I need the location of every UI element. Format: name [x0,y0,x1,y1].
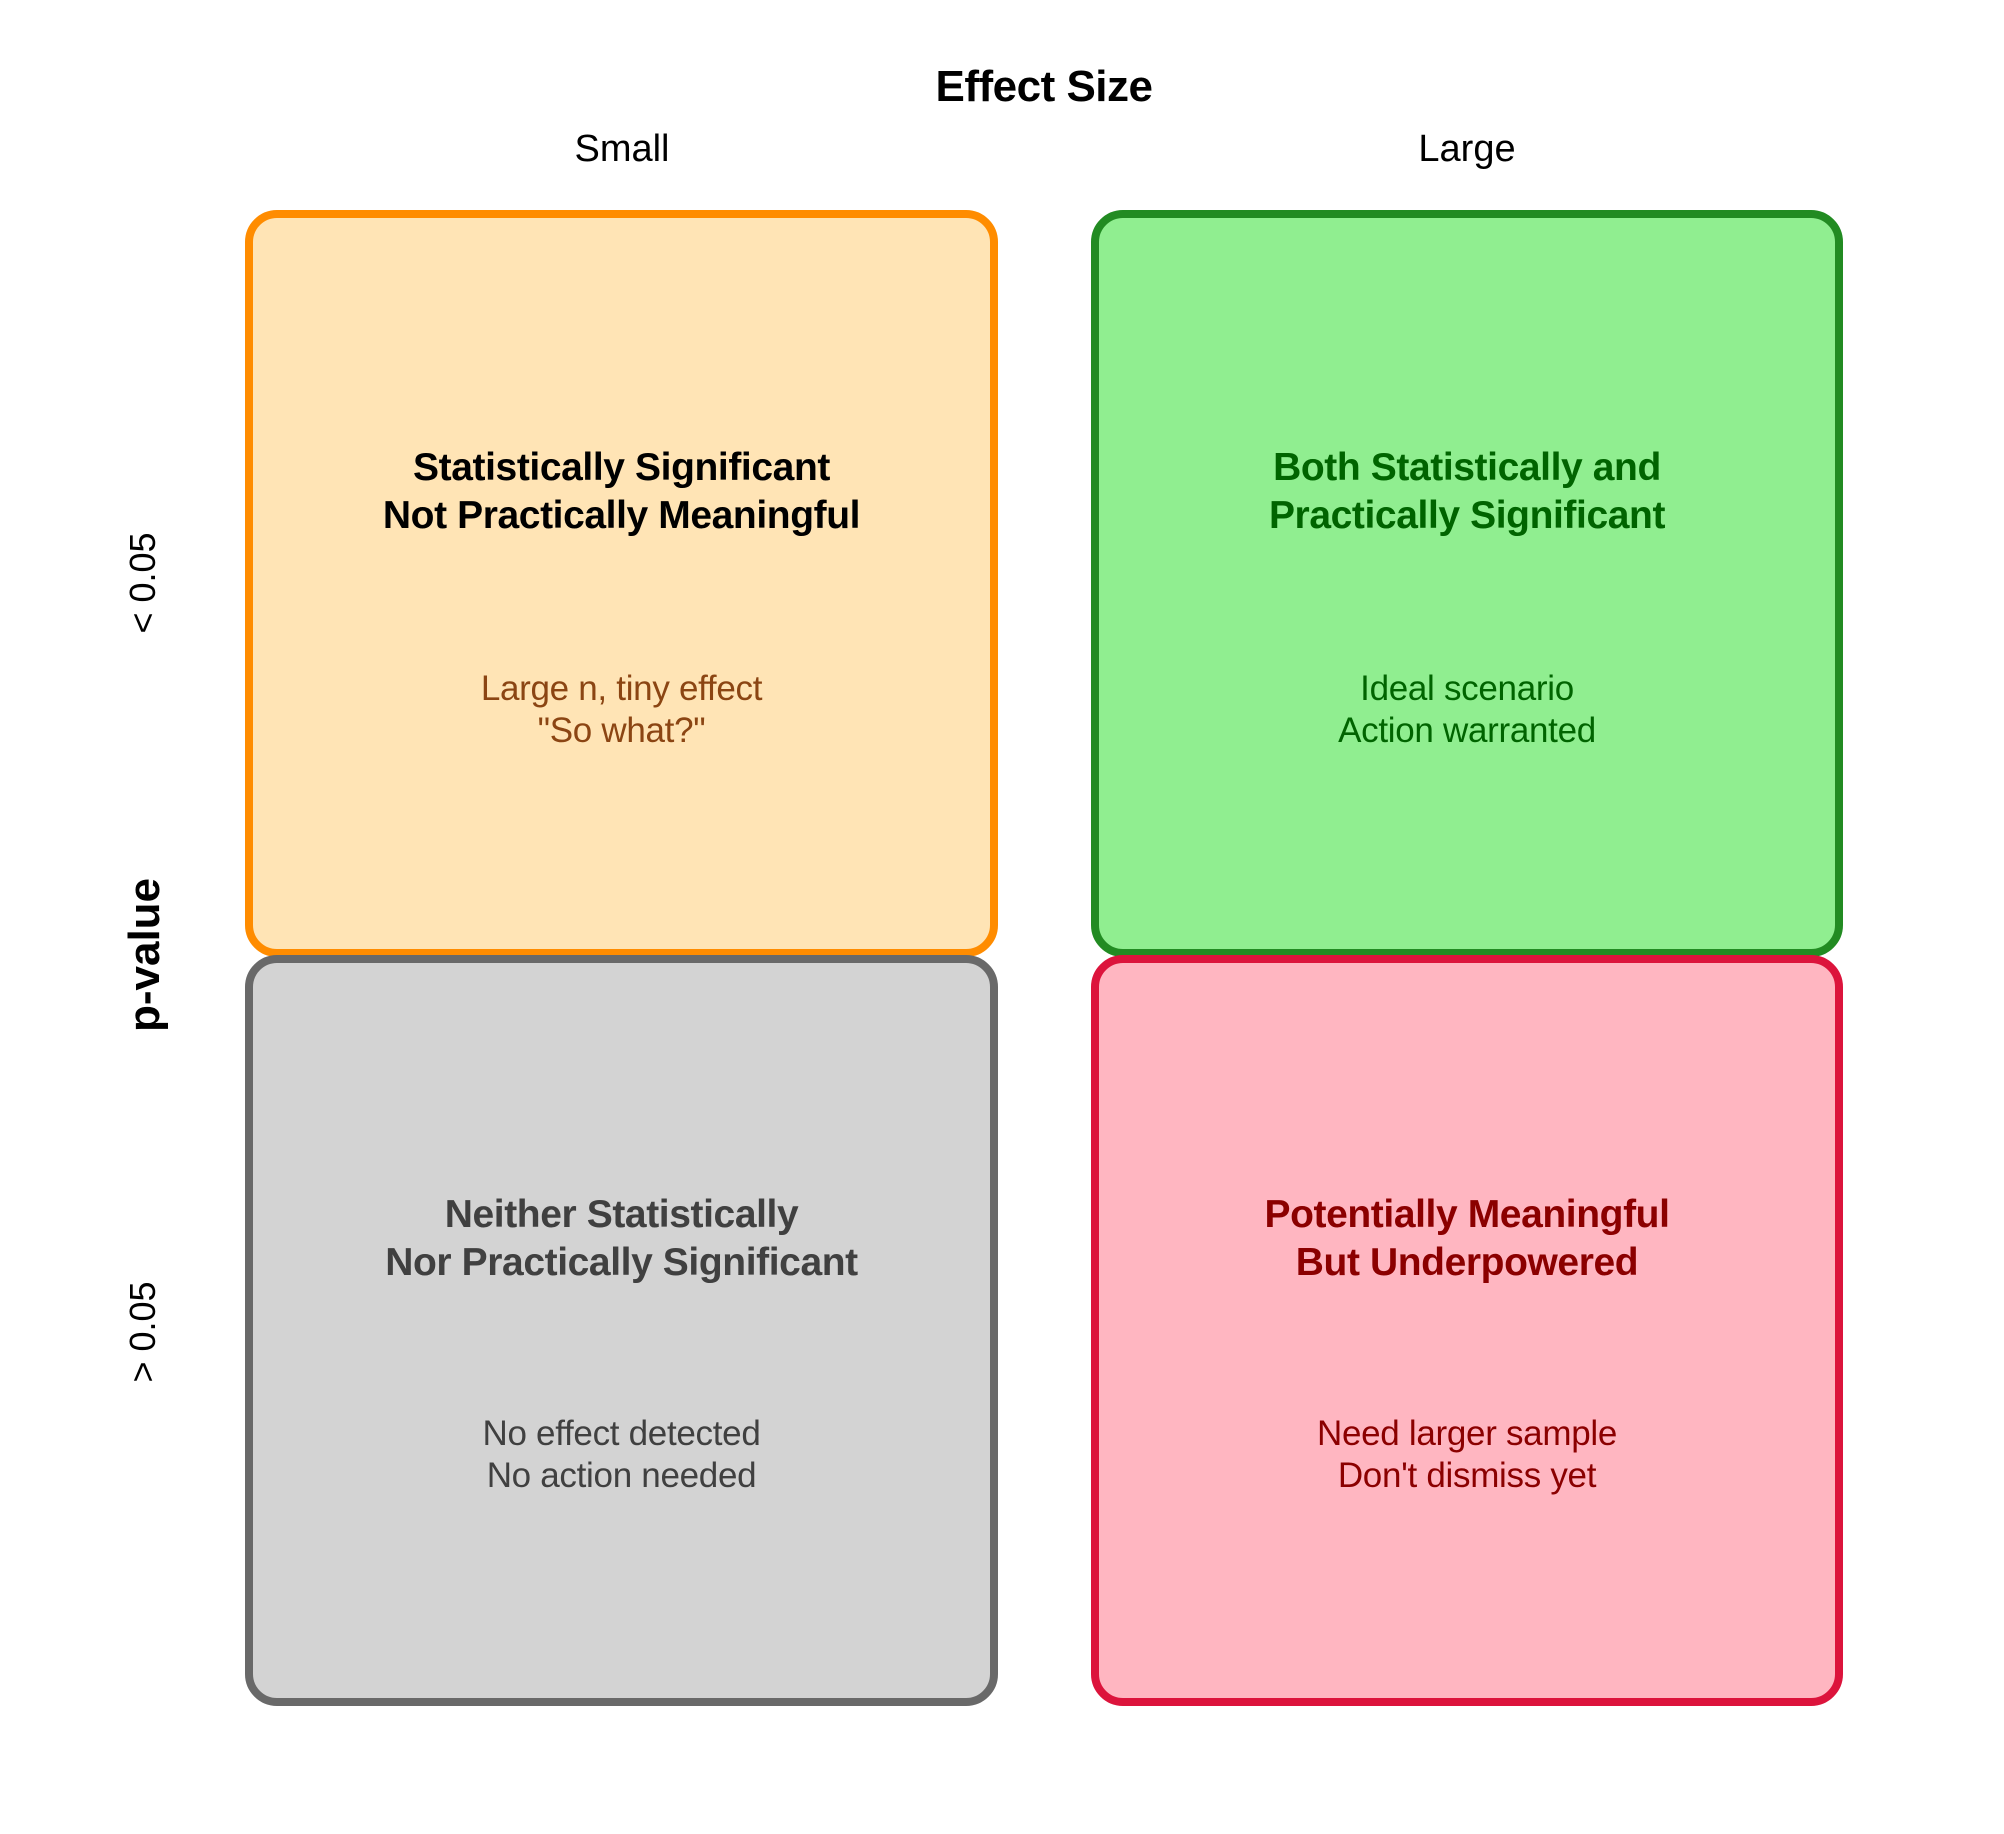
y-axis-title: p-value [120,877,169,1033]
column-label-large: Large [1418,128,1516,170]
quadrant-title: Statistically Significant Not Practicall… [382,446,861,537]
column-label-small: Small [574,128,670,170]
row-label-not-significant: > 0.05 [122,1281,163,1383]
row-label-significant: < 0.05 [122,532,163,634]
quadrant-subtitle: Large n, tiny effect "So what?" [480,669,763,750]
quadrant-title: Potentially Meaningful But Underpowered [1264,1193,1670,1284]
quadrant-bottom-left: Neither Statistically Nor Practically Si… [245,955,998,1706]
quadrant-top-left: Statistically Significant Not Practicall… [245,210,998,957]
quadrant-subtitle: Need larger sample Don't dismiss yet [1316,1414,1618,1495]
x-axis-title: Effect Size [935,62,1153,111]
quadrant-bottom-right: Potentially Meaningful But Underpowered … [1091,955,1843,1706]
quadrant-title: Neither Statistically Nor Practically Si… [385,1193,858,1284]
quadrant-subtitle: Ideal scenario Action warranted [1338,669,1596,750]
quadrant-title: Both Statistically and Practically Signi… [1268,446,1666,537]
quadrant-subtitle: No effect detected No action needed [482,1414,761,1495]
quadrant-top-right: Both Statistically and Practically Signi… [1091,210,1843,957]
